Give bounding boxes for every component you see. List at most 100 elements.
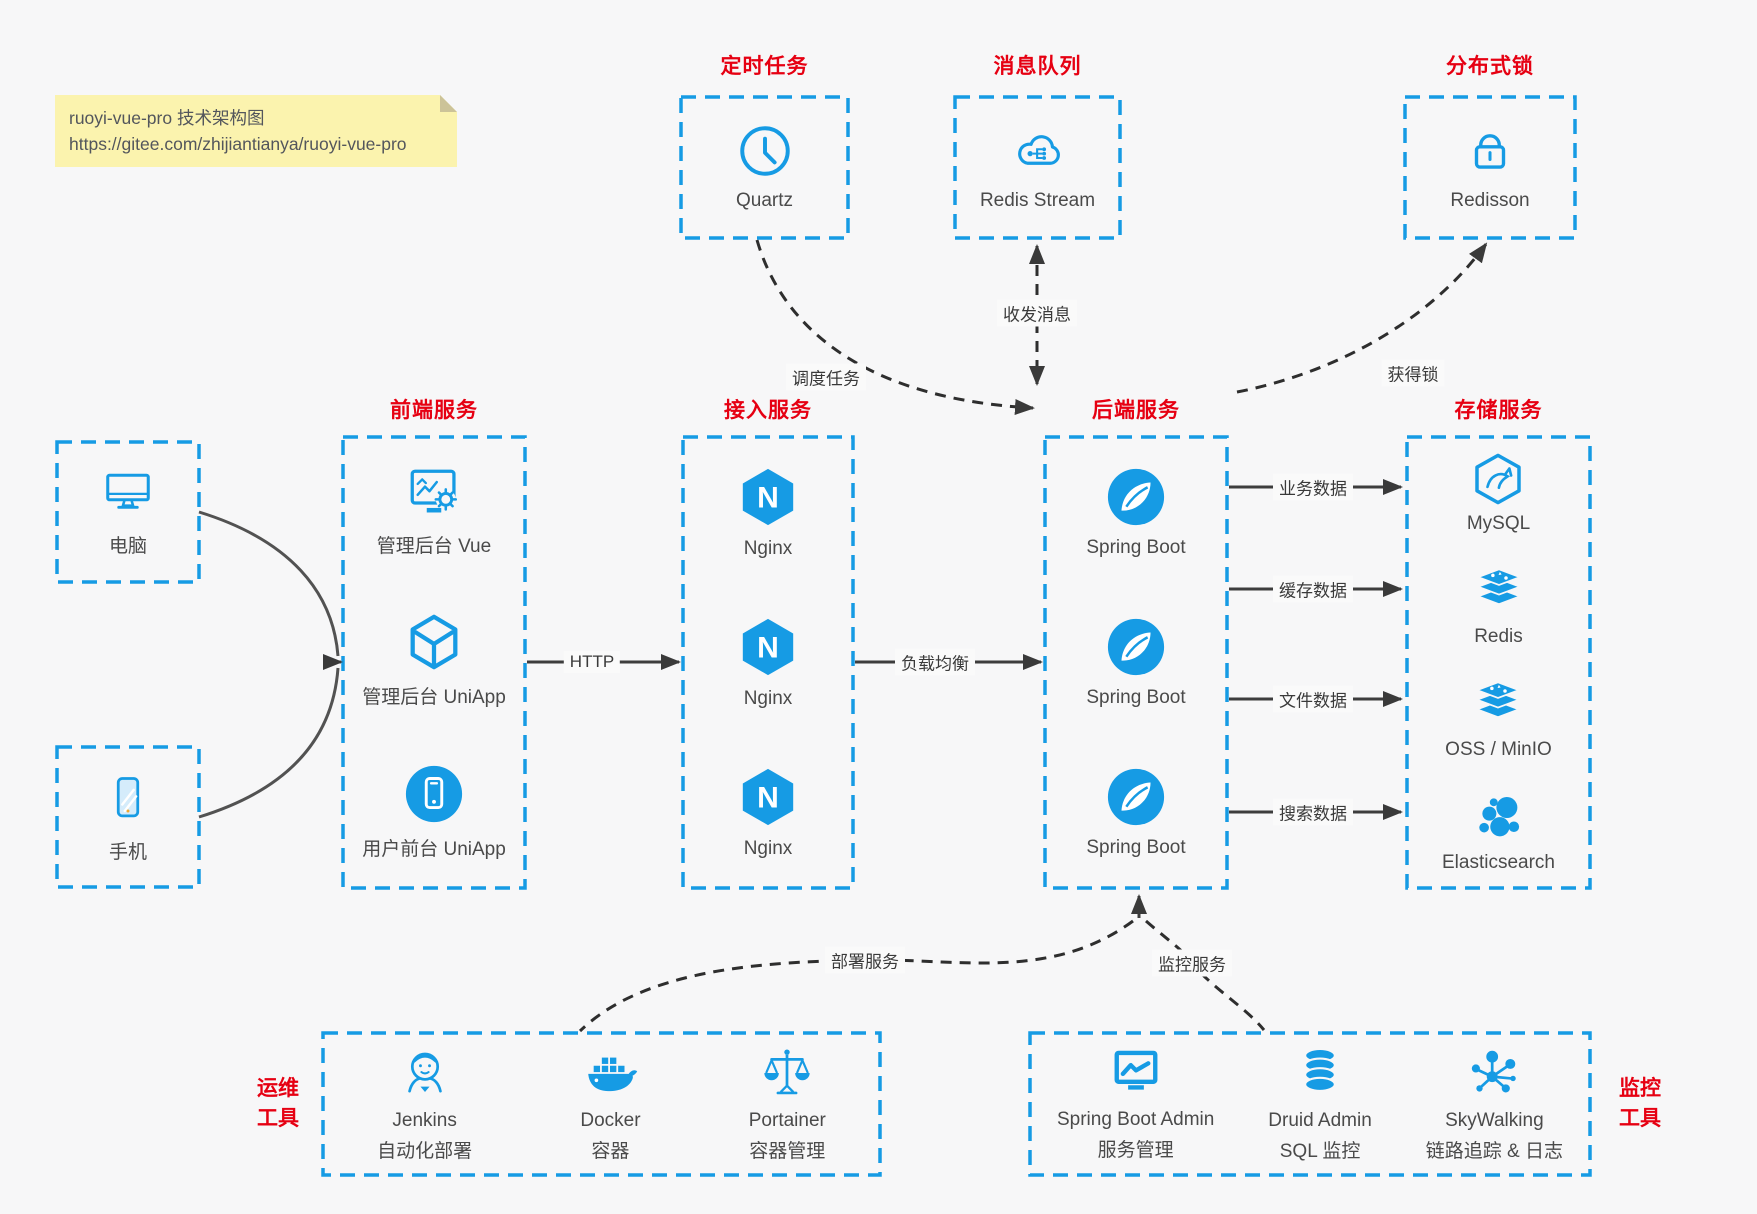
spring-boot-icon [1107, 618, 1165, 676]
storage-box-border [1405, 435, 1592, 890]
phone-box-border [55, 745, 201, 889]
storage-item-elasticsearch: Elasticsearch [1442, 790, 1555, 874]
title-storage: 存储服务 [1454, 399, 1543, 422]
title-lock: 分布式锁 [1446, 55, 1534, 78]
storage-item-label: Redis [1474, 626, 1523, 648]
ops-item-docker: Docker 容器 [580, 1044, 641, 1165]
admin-dashboard-icon [410, 469, 458, 513]
frontend-services-group: 管理后台 Vue 管理后台 UniApp 用户前台 UniApp [343, 437, 525, 888]
mysql-icon [1475, 454, 1522, 505]
edge-label-cache-data: 缓存数据 [1273, 575, 1353, 603]
mobile-app-icon [405, 766, 463, 823]
ops-item-desc: 容器 [591, 1141, 630, 1162]
backend-services-group: Spring Boot Spring Boot Spring Boot [1045, 437, 1227, 888]
monitoring-item-druid: Druid Admin SQL 监控 [1268, 1044, 1372, 1165]
backend-item: Spring Boot [1086, 616, 1186, 709]
nginx-icon: N [742, 769, 794, 826]
frontend-item-user-uniapp: 用户前台 UniApp [362, 763, 506, 861]
deploy-curve [578, 919, 1134, 1033]
edge-label-http: HTTP [563, 651, 621, 673]
ops-item-name: Portainer [748, 1109, 826, 1131]
note-url: https://gitee.com/zhijiantianya/ruoyi-vu… [69, 134, 407, 155]
ops-tools-group: Jenkins 自动化部署 Docker 容器 [323, 1033, 880, 1175]
quartz-group: Quartz [681, 97, 848, 238]
svg-text:N: N [757, 481, 779, 514]
storage-item-oss: OSS / MinIO [1445, 677, 1552, 761]
jenkins-icon [407, 1052, 442, 1093]
gateway-item-label: Nginx [743, 687, 793, 709]
sticky-note: ruoyi-vue-pro 技术架构图 https://gitee.com/zh… [55, 95, 457, 167]
monitoring-item-name: Druid Admin [1268, 1109, 1372, 1131]
object-storage-icon [1474, 681, 1522, 719]
quartz-label: Quartz [735, 190, 794, 211]
edge-label-schedule: 调度任务 [786, 363, 866, 391]
redis-stream-group: Redis Stream [955, 97, 1120, 238]
pc-box-border [55, 440, 201, 584]
redisson-group: Redisson [1405, 97, 1575, 238]
ops-item-name: Docker [580, 1109, 641, 1131]
backend-item-label: Spring Boot [1086, 837, 1186, 859]
cloud-message-icon [1017, 135, 1060, 165]
edge-label-acquire-lock: 获得锁 [1381, 359, 1445, 387]
docker-icon [588, 1057, 638, 1091]
ops-side-label: 运维 工具 [257, 1077, 299, 1130]
frontend-item-admin-uniapp: 管理后台 UniApp [362, 611, 506, 709]
mobile-client-group: 手机 [57, 747, 199, 887]
phone-to-frontend-curve [198, 667, 340, 819]
gateway-services-group: N Nginx N Nginx N Nginx [683, 437, 853, 888]
gateway-item: N Nginx [737, 465, 799, 560]
storage-item-mysql: MySQL [1467, 451, 1530, 535]
monitoring-item-desc: SQL 监控 [1279, 1141, 1361, 1162]
redisson-label: Redisson [1450, 190, 1530, 211]
gateway-item-label: Nginx [743, 537, 793, 559]
acquire-lock-curve [1236, 242, 1488, 394]
edge-label-file-data: 文件数据 [1273, 685, 1353, 713]
gateway-item-label: Nginx [743, 838, 793, 860]
monitoring-side-label: 监控 工具 [1619, 1077, 1661, 1130]
gateway-box-border [681, 435, 855, 890]
mq-box-border [953, 95, 1122, 240]
monitoring-item-desc: 链路追踪 & 日志 [1425, 1141, 1563, 1162]
note-title: ruoyi-vue-pro 技术架构图 [69, 108, 265, 128]
backend-item: Spring Boot [1086, 766, 1186, 859]
storage-item-label: Elasticsearch [1442, 851, 1555, 873]
gateway-item: N Nginx [737, 615, 799, 710]
monitoring-item-name: SkyWalking [1445, 1109, 1544, 1131]
frontend-item-label: 管理后台 UniApp [362, 687, 506, 709]
admin-monitor-icon [1114, 1050, 1158, 1090]
cube-icon [410, 615, 458, 670]
gateway-item: N Nginx [737, 765, 799, 860]
edge-label-monitor: 监控服务 [1152, 949, 1232, 977]
nginx-icon: N [742, 618, 794, 676]
ops-item-portainer: Portainer 容器管理 [749, 1044, 826, 1165]
pc-client-group: 电脑 [57, 442, 199, 582]
ops-item-jenkins: Jenkins 自动化部署 [377, 1044, 472, 1165]
spring-boot-icon [1107, 769, 1165, 826]
monitoring-tools-group: Spring Boot Admin 服务管理 Druid Admin SQL 监… [1030, 1033, 1590, 1175]
pc-label: 电脑 [108, 536, 147, 557]
storage-item-redis: Redis [1471, 564, 1527, 648]
ops-item-name: Jenkins [392, 1109, 457, 1131]
monitoring-box-border [1028, 1031, 1592, 1177]
backend-item-label: Spring Boot [1086, 536, 1186, 558]
monitoring-item-name: Spring Boot Admin [1056, 1108, 1215, 1130]
redis-stack-icon [1475, 568, 1522, 606]
quartz-box-border [679, 95, 850, 240]
redis-stream-label: Redis Stream [979, 190, 1096, 211]
backend-item-label: Spring Boot [1086, 686, 1186, 708]
title-gateway: 接入服务 [724, 399, 812, 422]
svg-text:N: N [757, 632, 779, 665]
scales-icon [764, 1048, 810, 1094]
edge-label-search-data: 搜索数据 [1273, 798, 1353, 826]
desktop-icon [106, 473, 150, 509]
edge-label-messages: 收发消息 [997, 299, 1077, 327]
nginx-icon: N [742, 468, 794, 525]
edge-label-load-balance: 负载均衡 [895, 648, 975, 676]
spring-boot-icon [1107, 468, 1165, 525]
frontend-item-admin-vue: 管理后台 Vue [377, 464, 491, 558]
ops-item-desc: 自动化部署 [377, 1141, 473, 1162]
ops-item-desc: 容器管理 [749, 1141, 826, 1162]
title-backend: 后端服务 [1092, 399, 1180, 422]
